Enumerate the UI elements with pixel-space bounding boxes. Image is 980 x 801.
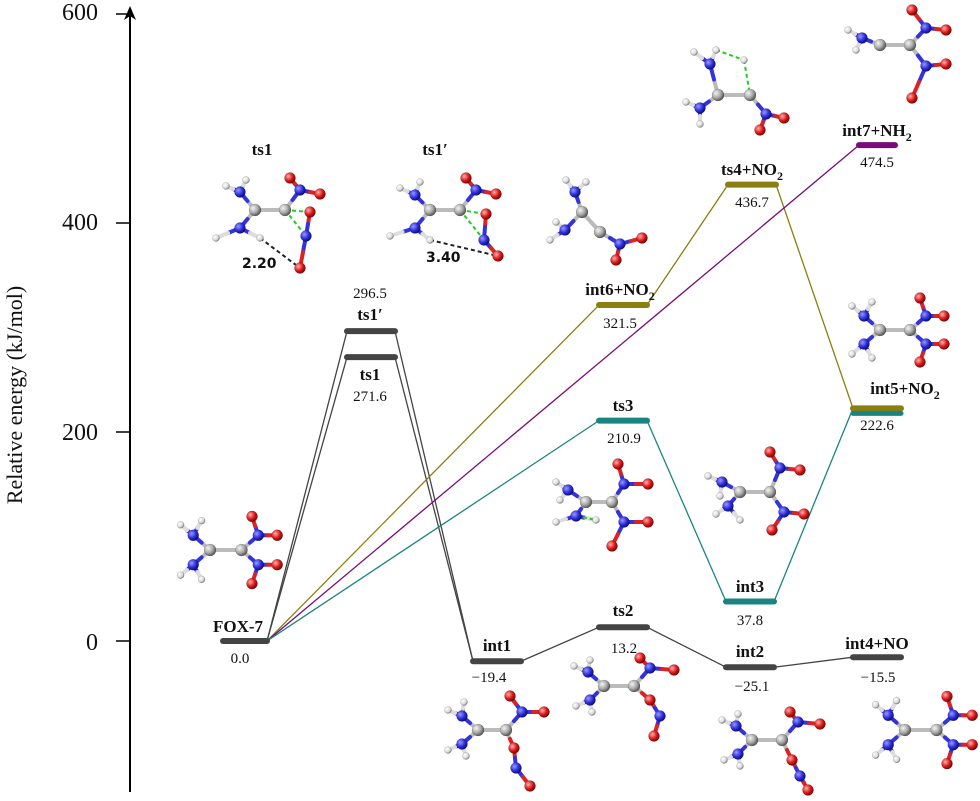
structure-int4 — [871, 690, 978, 770]
state-energy-ts3: 210.9 — [607, 431, 641, 447]
y-tick-label: 0 — [86, 630, 98, 656]
state-name-int2: int2 — [736, 642, 764, 661]
structure-int7 — [844, 4, 952, 104]
state-energy-int3: 37.8 — [737, 613, 763, 629]
structure-ts1 — [212, 172, 326, 274]
state-energy-fox7: 0.0 — [231, 651, 250, 667]
structure-ts4 — [682, 46, 790, 136]
state-energy-int6: 321.5 — [603, 316, 637, 332]
state-energy-int5: 222.6 — [860, 418, 894, 434]
path-fox7-ts3 — [266, 420, 600, 642]
y-axis-label: Relative energy (kJ/mol) — [2, 286, 27, 504]
structure-int1 — [444, 690, 550, 792]
y-tick-label: 400 — [62, 210, 98, 236]
reaction-paths — [266, 144, 860, 668]
state-name-ts4: ts4+NO2 — [721, 160, 783, 183]
path-int2-int4 — [773, 656, 854, 668]
path-ts3-int3 — [646, 420, 727, 602]
path-ts4-int5 — [775, 184, 854, 409]
path-fox7-int7 — [266, 144, 860, 642]
state-energy-ts2: 13.2 — [611, 641, 637, 657]
state-name-int3: int3 — [736, 577, 764, 596]
state-energy-int2: −25.1 — [735, 679, 770, 695]
state-energy-ts4: 436.7 — [735, 195, 769, 211]
state-name-ts1: ts1 — [360, 365, 381, 384]
state-name-int4: int4+NO — [845, 634, 909, 653]
y-tick-label: 600 — [62, 0, 98, 26]
state-name-int6: int6+NO2 — [585, 280, 655, 303]
state-energy-int4: −15.5 — [861, 670, 896, 686]
structure-int2 — [718, 706, 826, 796]
path-fox7-ts1p — [266, 330, 348, 642]
state-name-ts3: ts3 — [613, 396, 634, 415]
structure-caption-ts1p: ts1′ — [422, 140, 448, 159]
energy-levels — [220, 142, 904, 671]
structure-fox7 — [176, 510, 283, 590]
path-ts1-int1 — [394, 357, 474, 662]
structure-int6 — [546, 176, 648, 266]
y-tick-label: 200 — [62, 420, 98, 446]
path-int3-int5 — [773, 408, 854, 602]
state-name-ts2: ts2 — [613, 601, 634, 620]
state-labels: FOX-7 0.0 296.5 ts1′ ts1 271.6 int1 −19.… — [213, 121, 940, 695]
structure-ts1p — [386, 172, 504, 262]
state-name-ts1p: ts1′ — [357, 305, 383, 324]
axis-arrow-icon — [124, 6, 136, 20]
path-int6-ts4 — [646, 184, 729, 306]
structure-ts3 — [552, 458, 654, 552]
distance-label-ts1p: 3.40 — [426, 250, 461, 266]
state-energy-ts1: 271.6 — [353, 389, 387, 405]
path-int1-ts2 — [520, 626, 600, 662]
path-ts2-int2 — [646, 626, 727, 668]
state-name-int7: int7+NH2 — [842, 121, 912, 144]
molecule-structures — [176, 4, 978, 796]
structure-ts2 — [570, 652, 680, 742]
path-fox7-ts1 — [266, 357, 348, 642]
state-energy-int7: 474.5 — [860, 155, 894, 171]
structure-caption-ts1: ts1 — [252, 140, 273, 159]
path-ts1p-int1 — [394, 331, 474, 662]
state-name-fox7: FOX-7 — [213, 617, 264, 636]
structure-int3 — [704, 446, 810, 536]
y-axis: 600 400 200 0 Relative energy (kJ/mol) — [2, 0, 136, 792]
state-name-int5: int5+NO2 — [870, 379, 940, 402]
distance-label-ts1: 2.20 — [242, 256, 277, 272]
path-fox7-int6 — [266, 304, 600, 642]
state-energy-int1: −19.4 — [472, 670, 507, 686]
structure-int5 — [848, 292, 950, 368]
state-energy-ts1p: 296.5 — [353, 286, 387, 302]
state-name-int1: int1 — [483, 636, 511, 655]
